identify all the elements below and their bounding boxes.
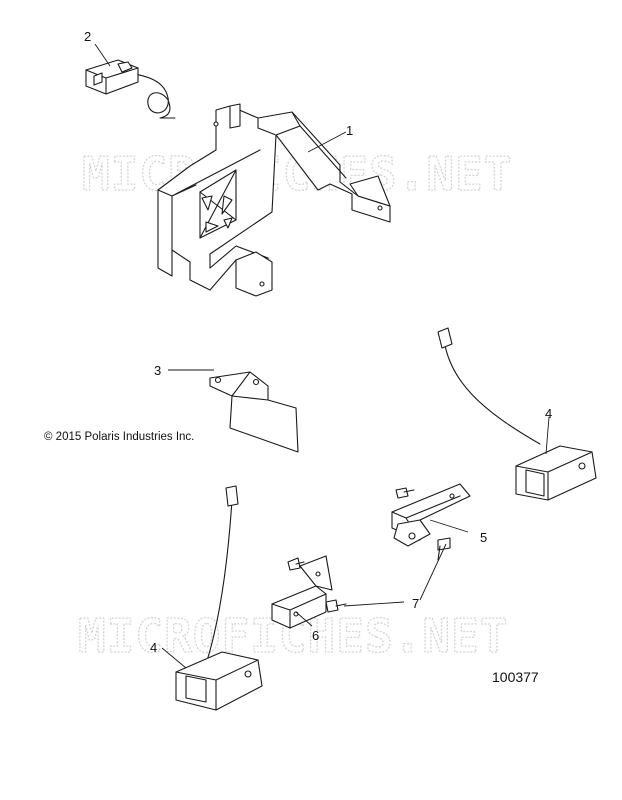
callout-4-lower: 4	[150, 640, 157, 655]
screw-icon	[437, 537, 451, 561]
part-6-light-bracket[interactable]	[271, 555, 333, 629]
part-4-marker-light-lower[interactable]	[175, 485, 263, 711]
callout-6: 6	[312, 628, 319, 643]
diagram-number: 100377	[492, 669, 539, 685]
part-1-mounting-bracket[interactable]	[157, 103, 391, 297]
part-2-harness-connector[interactable]	[85, 59, 176, 119]
part-5-light-bracket[interactable]	[391, 483, 471, 547]
part-7-screws[interactable]	[287, 487, 451, 613]
copyright-notice: © 2015 Polaris Industries Inc.	[44, 431, 194, 443]
screw-icon	[287, 557, 305, 571]
callout-2: 2	[84, 29, 91, 44]
screw-icon	[325, 599, 347, 613]
callout-5: 5	[480, 530, 487, 545]
callout-3: 3	[154, 363, 161, 378]
callout-4-upper: 4	[545, 406, 552, 421]
callout-7: 7	[412, 596, 419, 611]
part-3-mud-flap[interactable]	[209, 371, 299, 453]
callout-1: 1	[346, 123, 353, 138]
screw-icon	[395, 487, 415, 499]
leader-lines	[94, 43, 550, 669]
part-4-marker-light-upper[interactable]	[437, 327, 597, 501]
